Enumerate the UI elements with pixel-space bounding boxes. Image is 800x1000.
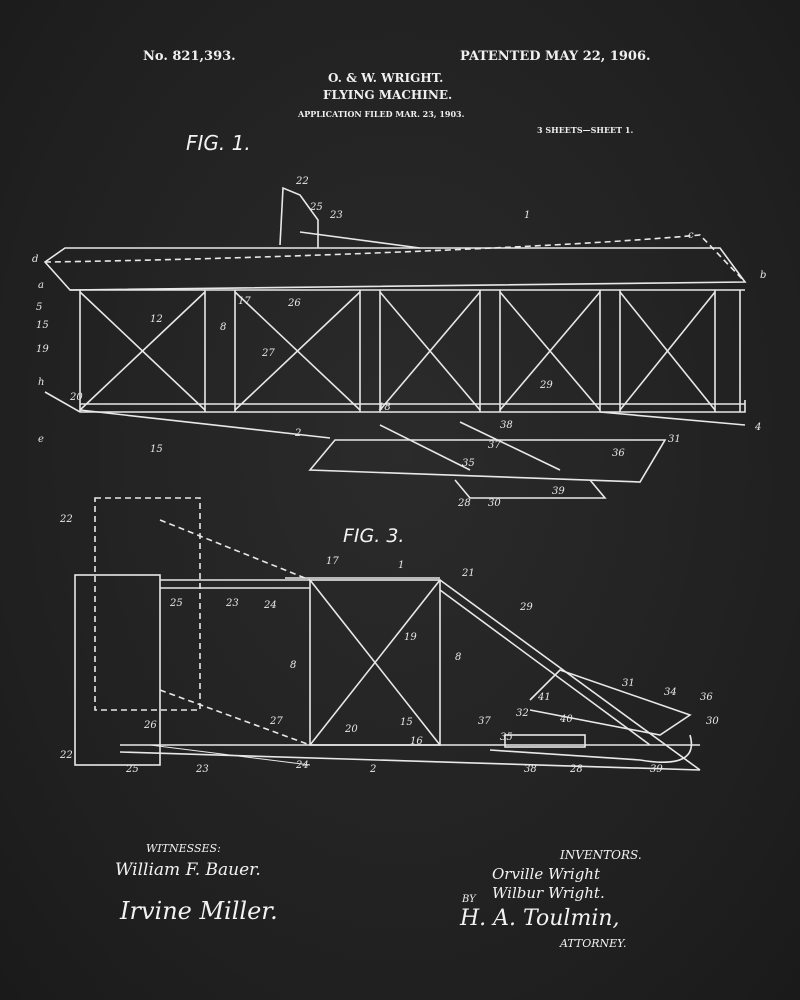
fig3-callout: 17 <box>326 556 339 567</box>
fig1-callout: 39 <box>552 486 565 497</box>
fig1-callout: 5 <box>36 302 42 313</box>
inventors-line: O. & W. WRIGHT. <box>328 71 444 85</box>
witness-1-signature: William F. Bauer. <box>115 860 261 880</box>
elevator-side <box>529 669 692 736</box>
rudder-outline <box>74 574 161 766</box>
fig3-callout: 32 <box>516 708 529 719</box>
fig3-callout: 16 <box>410 736 423 747</box>
fig1-callout: 18 <box>378 402 391 413</box>
attorney-signature: H. A. Toulmin, <box>460 906 620 931</box>
fig3-callout: 8 <box>455 652 461 663</box>
fig3-callout: 19 <box>404 632 417 643</box>
brace-wire <box>234 291 361 411</box>
fig1-callout: 29 <box>539 380 553 391</box>
fig3-callout: 28 <box>569 764 583 775</box>
fig1-callout: 35 <box>462 458 475 469</box>
fig3-callout: 23 <box>195 764 209 775</box>
fig1-callout: b <box>760 270 766 281</box>
upper-wing <box>43 247 747 291</box>
fig1-callout: 25 <box>309 202 323 213</box>
fig1-callout: 37 <box>488 440 501 451</box>
fig3-callout: 30 <box>706 716 719 727</box>
fig1-callout: 36 <box>612 448 625 459</box>
fig1-callout: h <box>38 377 44 388</box>
rudder-outline-dashed <box>94 497 201 711</box>
fig3-callout: 21 <box>461 568 475 579</box>
brace-wire <box>619 291 716 411</box>
fig1-callout: 28 <box>457 498 471 509</box>
inventor-2-signature: Wilbur Wright. <box>492 884 605 902</box>
fig3-callout: 25 <box>125 764 139 775</box>
fig3-callout: 40 <box>559 714 573 725</box>
fig3-callout: 38 <box>524 764 537 775</box>
fig3-callout: 41 <box>537 692 551 703</box>
fig1-callout: 30 <box>488 498 501 509</box>
fig3-callout: 39 <box>650 764 663 775</box>
fig3-callout: 24 <box>263 600 277 611</box>
fig3-callout: 8 <box>290 660 296 671</box>
patent-title: FLYING MACHINE. <box>323 88 453 102</box>
fig1-label: FIG. 1. <box>186 131 251 155</box>
patent-date: PATENTED MAY 22, 1906. <box>460 49 651 64</box>
fig1-callout: 15 <box>36 320 49 331</box>
brace-wire <box>79 291 206 411</box>
fig3-callout: 24 <box>295 760 309 771</box>
attorney-label: ATTORNEY. <box>560 937 627 950</box>
fig1-callout: 19 <box>36 344 49 355</box>
fig1-callout: a <box>38 280 44 291</box>
fig1-callout: 27 <box>261 348 275 359</box>
inventor-1-signature: Orville Wright <box>492 865 600 883</box>
application-filed: APPLICATION FILED MAR. 23, 1903. <box>298 109 465 119</box>
fig1-callout: e <box>38 434 44 445</box>
fig3-callout: 25 <box>169 598 183 609</box>
fig3-callout: 29 <box>519 602 533 613</box>
fig3-callout: 26 <box>143 720 157 731</box>
by-label: BY <box>462 894 476 905</box>
fig1-callout: 17 <box>238 296 251 307</box>
fig1-callout: 2 <box>294 428 301 439</box>
fig3-callout: 15 <box>400 717 413 728</box>
fig3-label: FIG. 3. <box>343 525 405 547</box>
fig1-callout: 20 <box>69 392 83 403</box>
fig3-callout: 27 <box>269 716 283 727</box>
fig3-callout: 22 <box>59 514 73 525</box>
fig1-callout: 4 <box>754 422 761 433</box>
fig3-callout: 2 <box>369 764 376 775</box>
fig1-callout: 31 <box>668 434 681 445</box>
fig3-callout: 22 <box>59 750 73 761</box>
fig1-callout: 12 <box>150 314 163 325</box>
fig1-callout: 15 <box>150 444 163 455</box>
fig3-callout: 20 <box>344 724 358 735</box>
fig3-callout: 1 <box>398 560 404 571</box>
fig1-glider-perspective <box>43 186 747 499</box>
inventors-label: INVENTORS. <box>560 848 642 862</box>
fig1-callout: c <box>688 230 694 241</box>
fig1-callout: 38 <box>500 420 513 431</box>
rudder <box>279 186 319 248</box>
fig3-callout: 35 <box>500 732 513 743</box>
witness-2-signature: Irvine Miller. <box>120 897 278 925</box>
fig3-callout: 37 <box>478 716 491 727</box>
fig1-callout: 22 <box>295 176 309 187</box>
brace-wire <box>499 291 601 411</box>
sheet-count: 3 SHEETS—SHEET 1. <box>537 125 634 135</box>
elevator <box>308 439 667 483</box>
brace-wire <box>379 291 481 411</box>
witnesses-label: WITNESSES: <box>146 842 221 855</box>
fig1-callout: 1 <box>524 210 530 221</box>
lower-wing <box>44 391 746 413</box>
fig3-callout: 23 <box>225 598 239 609</box>
fig1-callout: 8 <box>220 322 226 333</box>
fig1-callout: 23 <box>329 210 343 221</box>
fig3-callout: 36 <box>700 692 713 703</box>
fig3-callout: 34 <box>664 687 677 698</box>
fig1-callout: d <box>32 254 38 265</box>
patent-number: No. 821,393. <box>143 49 236 64</box>
fig3-callout: 31 <box>622 678 635 689</box>
fig1-callout: 26 <box>287 298 301 309</box>
fig3-side-view <box>74 497 701 771</box>
